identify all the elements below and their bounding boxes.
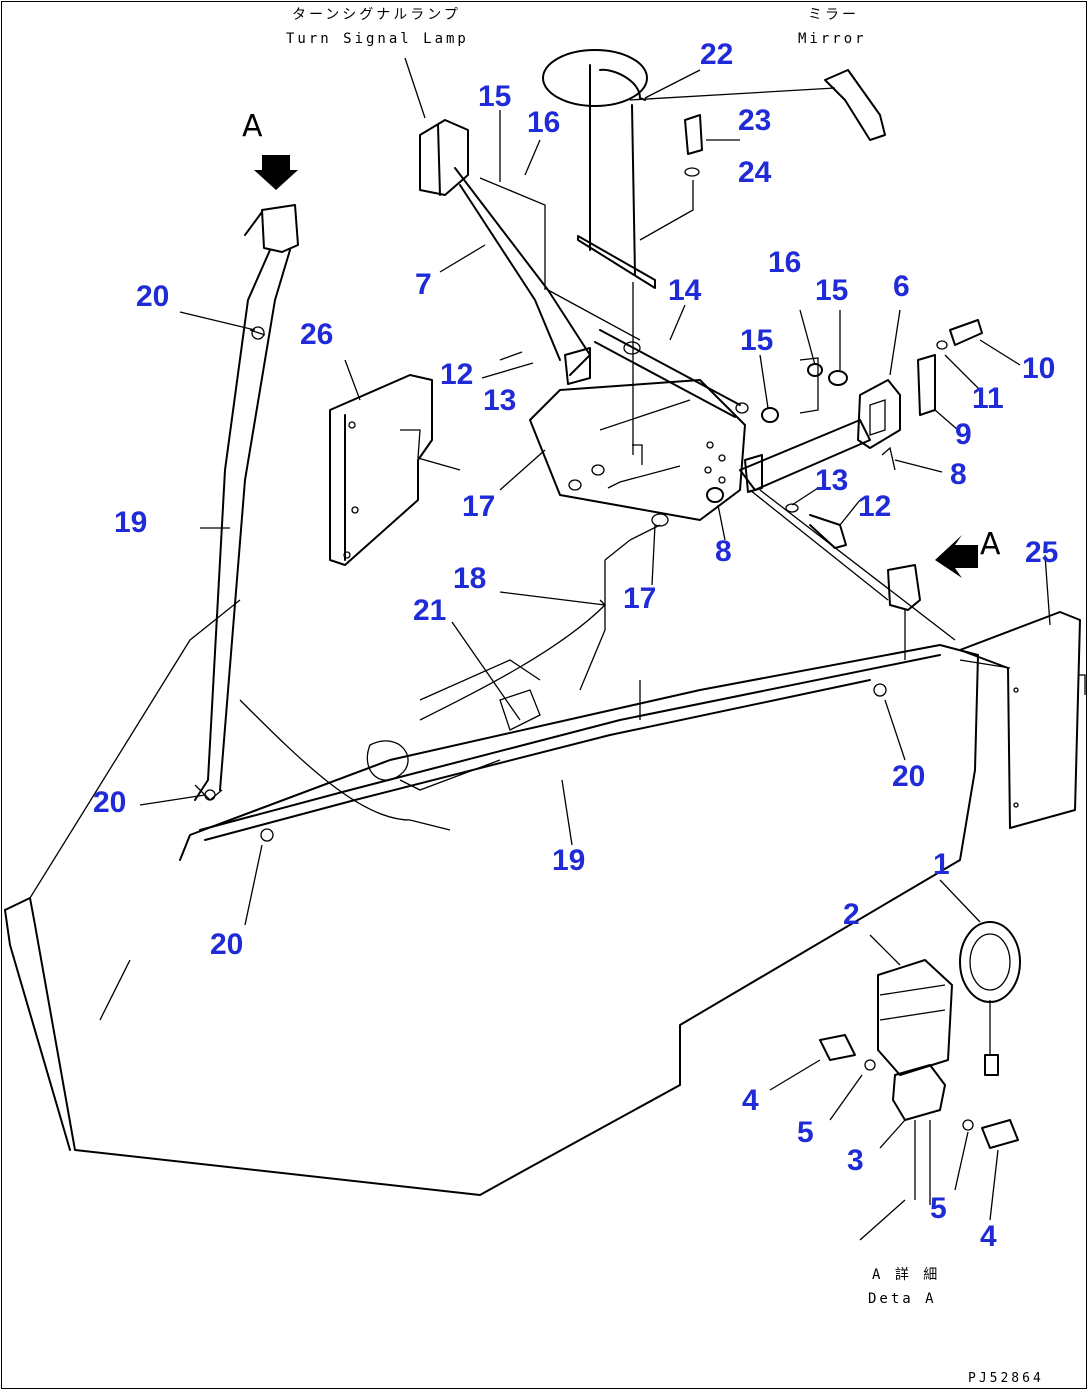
inner-linkage: [239, 599, 606, 831]
callout-11: 11: [972, 382, 1004, 415]
callout-6: 6: [893, 270, 910, 303]
callout-7: 7: [415, 268, 432, 301]
callout-20-top: 20: [136, 280, 170, 313]
view-arrow-left: [254, 155, 298, 190]
callout-5-left: 5: [797, 1116, 814, 1149]
callout-19-left: 19: [114, 506, 148, 539]
view-letter-right: A: [980, 527, 1001, 562]
callout-15: 15: [478, 80, 512, 113]
central-bracket: [529, 329, 749, 720]
callout-9: 9: [955, 418, 972, 451]
right-bracket: [739, 319, 983, 641]
mirror-caption-jp: ミラー: [808, 7, 859, 23]
detail-a: [819, 921, 1021, 1241]
mirror-caption-en: Mirror: [798, 31, 867, 47]
leader-lines: [139, 69, 1051, 1221]
callout-4-left: 4: [742, 1084, 759, 1117]
callout-13-right: 13: [815, 464, 849, 497]
callout-2: 2: [843, 898, 860, 931]
detail-caption-en: Deta A: [868, 1291, 937, 1307]
view-letter-left: A: [242, 109, 263, 144]
view-arrow-right: [935, 535, 978, 578]
turn-signal-caption-jp: ターンシグナルランプ: [292, 7, 461, 23]
callout-21: 21: [413, 594, 447, 627]
figure-code: PJ52864: [968, 1371, 1044, 1386]
callout-12-right: 12: [858, 490, 892, 523]
callout-25: 25: [1025, 536, 1059, 569]
left-lamp-rod: [194, 204, 299, 842]
right-lamp-plate: [873, 564, 1086, 829]
callout-22: 22: [700, 38, 734, 71]
callout-20-right: 20: [892, 760, 926, 793]
callout-16-right: 16: [768, 246, 802, 279]
callout-20-bottom: 20: [210, 928, 244, 961]
detail-caption-jp: A 詳 細: [872, 1267, 941, 1283]
callout-16: 16: [527, 106, 561, 139]
callout-15-mid: 15: [740, 324, 774, 357]
mirror-assembly: [542, 49, 886, 465]
turn-signal-assembly: [404, 57, 641, 385]
callout-15-right: 15: [815, 274, 849, 307]
callout-1: 1: [933, 848, 950, 881]
callout-4-right: 4: [980, 1220, 997, 1253]
callout-14: 14: [668, 274, 702, 307]
callout-10: 10: [1022, 352, 1056, 385]
callout-20-left: 20: [93, 786, 127, 819]
callout-26: 26: [300, 318, 334, 351]
callout-13-left: 13: [483, 384, 517, 417]
frame-body: [4, 599, 979, 1196]
turn-signal-caption-en: Turn Signal Lamp: [286, 31, 469, 47]
callout-5-right: 5: [930, 1192, 947, 1225]
callout-8-right: 8: [950, 458, 967, 491]
callout-17-bottom: 17: [623, 582, 657, 615]
callout-17-top: 17: [462, 490, 496, 523]
callout-23: 23: [738, 104, 772, 137]
callout-24: 24: [738, 156, 772, 189]
callout-18: 18: [453, 562, 487, 595]
plate-26: [329, 374, 461, 566]
callout-8-mid: 8: [715, 535, 732, 568]
callout-12-left: 12: [440, 358, 474, 391]
callout-3: 3: [847, 1144, 864, 1177]
callout-19-bottom: 19: [552, 844, 586, 877]
